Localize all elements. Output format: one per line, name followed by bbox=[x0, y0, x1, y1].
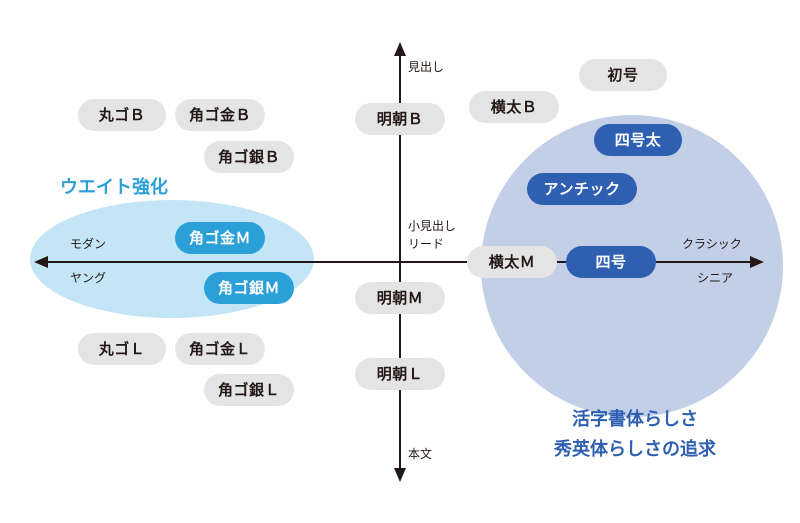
pill-antique: アンチック bbox=[527, 173, 637, 205]
pill-mincho-b: 明朝Ｂ bbox=[355, 103, 445, 135]
left-arrow-head bbox=[34, 256, 48, 268]
axis-label-center-1: 小見出し bbox=[408, 219, 457, 233]
top-arrow-head bbox=[394, 42, 406, 56]
pill-kaku-go-gin-l: 角ゴ銀Ｌ bbox=[204, 374, 294, 406]
pill-kaku-go-kin-m: 角ゴ金Ｍ bbox=[175, 222, 265, 254]
pill-kaku-go-kin-l: 角ゴ金Ｌ bbox=[175, 333, 265, 365]
pill-mincho-l: 明朝Ｌ bbox=[355, 358, 445, 390]
pill-maru-go-b: 丸ゴＢ bbox=[78, 99, 166, 131]
pill-yokobuto-b: 横太Ｂ bbox=[469, 91, 559, 123]
group-label-weight: ウエイト強化 bbox=[60, 177, 168, 198]
pill-kaku-go-kin-b: 角ゴ金Ｂ bbox=[175, 99, 265, 131]
pill-maru-go-l: 丸ゴＬ bbox=[78, 333, 166, 365]
axis-label-right-upper: クラシック bbox=[682, 237, 742, 251]
pill-yongo-futo: 四号太 bbox=[594, 124, 682, 156]
group-label-classic-1: 活字書体らしさ bbox=[572, 409, 698, 430]
pill-mincho-m: 明朝Ｍ bbox=[355, 282, 445, 314]
bottom-arrow-head bbox=[394, 468, 406, 482]
axis-label-top: 見出し bbox=[408, 60, 445, 74]
pill-yokobuto-m: 横太Ｍ bbox=[467, 246, 557, 278]
pill-shogo: 初号 bbox=[579, 59, 667, 91]
axis-label-center-2: リード bbox=[408, 237, 445, 251]
axis-label-right-lower: シニア bbox=[697, 271, 734, 285]
pill-yongo: 四号 bbox=[566, 246, 656, 278]
axis-label-left-lower: ヤング bbox=[70, 271, 107, 285]
right-arrow-head bbox=[750, 256, 764, 268]
group-label-classic-2: 秀英体らしさの追求 bbox=[554, 439, 716, 460]
axis-label-bottom: 本文 bbox=[408, 447, 433, 461]
pill-kaku-go-gin-b: 角ゴ銀Ｂ bbox=[204, 141, 294, 173]
pill-kaku-go-gin-m: 角ゴ銀Ｍ bbox=[204, 272, 294, 304]
axis-label-left-upper: モダン bbox=[70, 237, 107, 251]
